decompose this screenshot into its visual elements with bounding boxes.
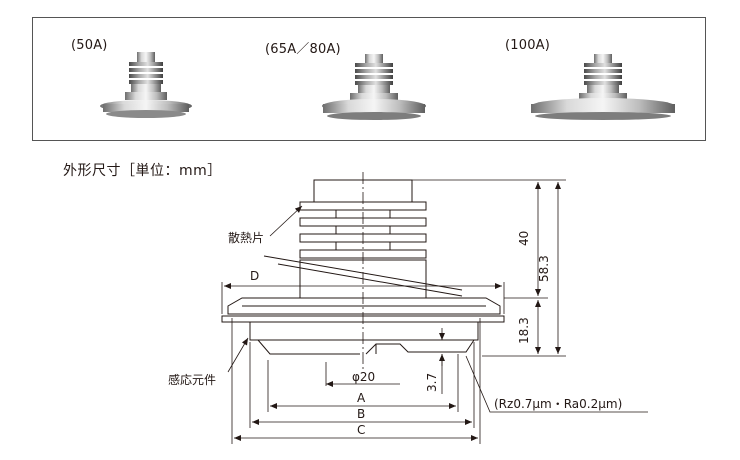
heat-sink-label: 散熱片: [228, 230, 264, 245]
dimension-phi20: [325, 362, 400, 387]
photo-panel: (50A) (65A／80A) (100A): [32, 17, 706, 141]
sensor-leader: [227, 337, 249, 373]
dim-a-label: A: [357, 391, 366, 405]
break-lines: [263, 255, 463, 297]
dim-40-label: 40: [517, 231, 531, 246]
section-title: 外形尺寸［単位：mm］: [63, 163, 222, 179]
dimension-vertical: [412, 179, 566, 357]
product-photo-65a-80a: [322, 54, 426, 120]
roughness-label: (Rz0.7μm・Ra0.2μm): [494, 397, 622, 411]
photo-label-50a: (50A): [71, 38, 108, 53]
photo-label-100a: (100A): [505, 38, 551, 53]
dim-d-label: D: [250, 269, 259, 283]
dim-phi20-label: φ20: [352, 370, 375, 384]
product-photos: [100, 52, 675, 120]
dim-58-3-label: 58.3: [537, 255, 551, 282]
part-outline: [221, 179, 505, 355]
dim-3-7-label: 3.7: [425, 373, 439, 392]
dim-18-3-label: 18.3: [517, 317, 531, 344]
photo-label-65a-80a: (65A／80A): [265, 42, 341, 57]
roughness-leader: [465, 355, 648, 413]
dimension-d: [221, 282, 505, 314]
product-photo-50a: [100, 52, 192, 118]
heat-sink-leader: [269, 205, 303, 237]
dim-b-label: B: [357, 407, 365, 421]
product-photo-100a: [531, 54, 675, 120]
dim-c-label: C: [357, 423, 365, 437]
sensor-label: 感応元件: [168, 372, 216, 387]
dimension-abc: [231, 318, 481, 444]
